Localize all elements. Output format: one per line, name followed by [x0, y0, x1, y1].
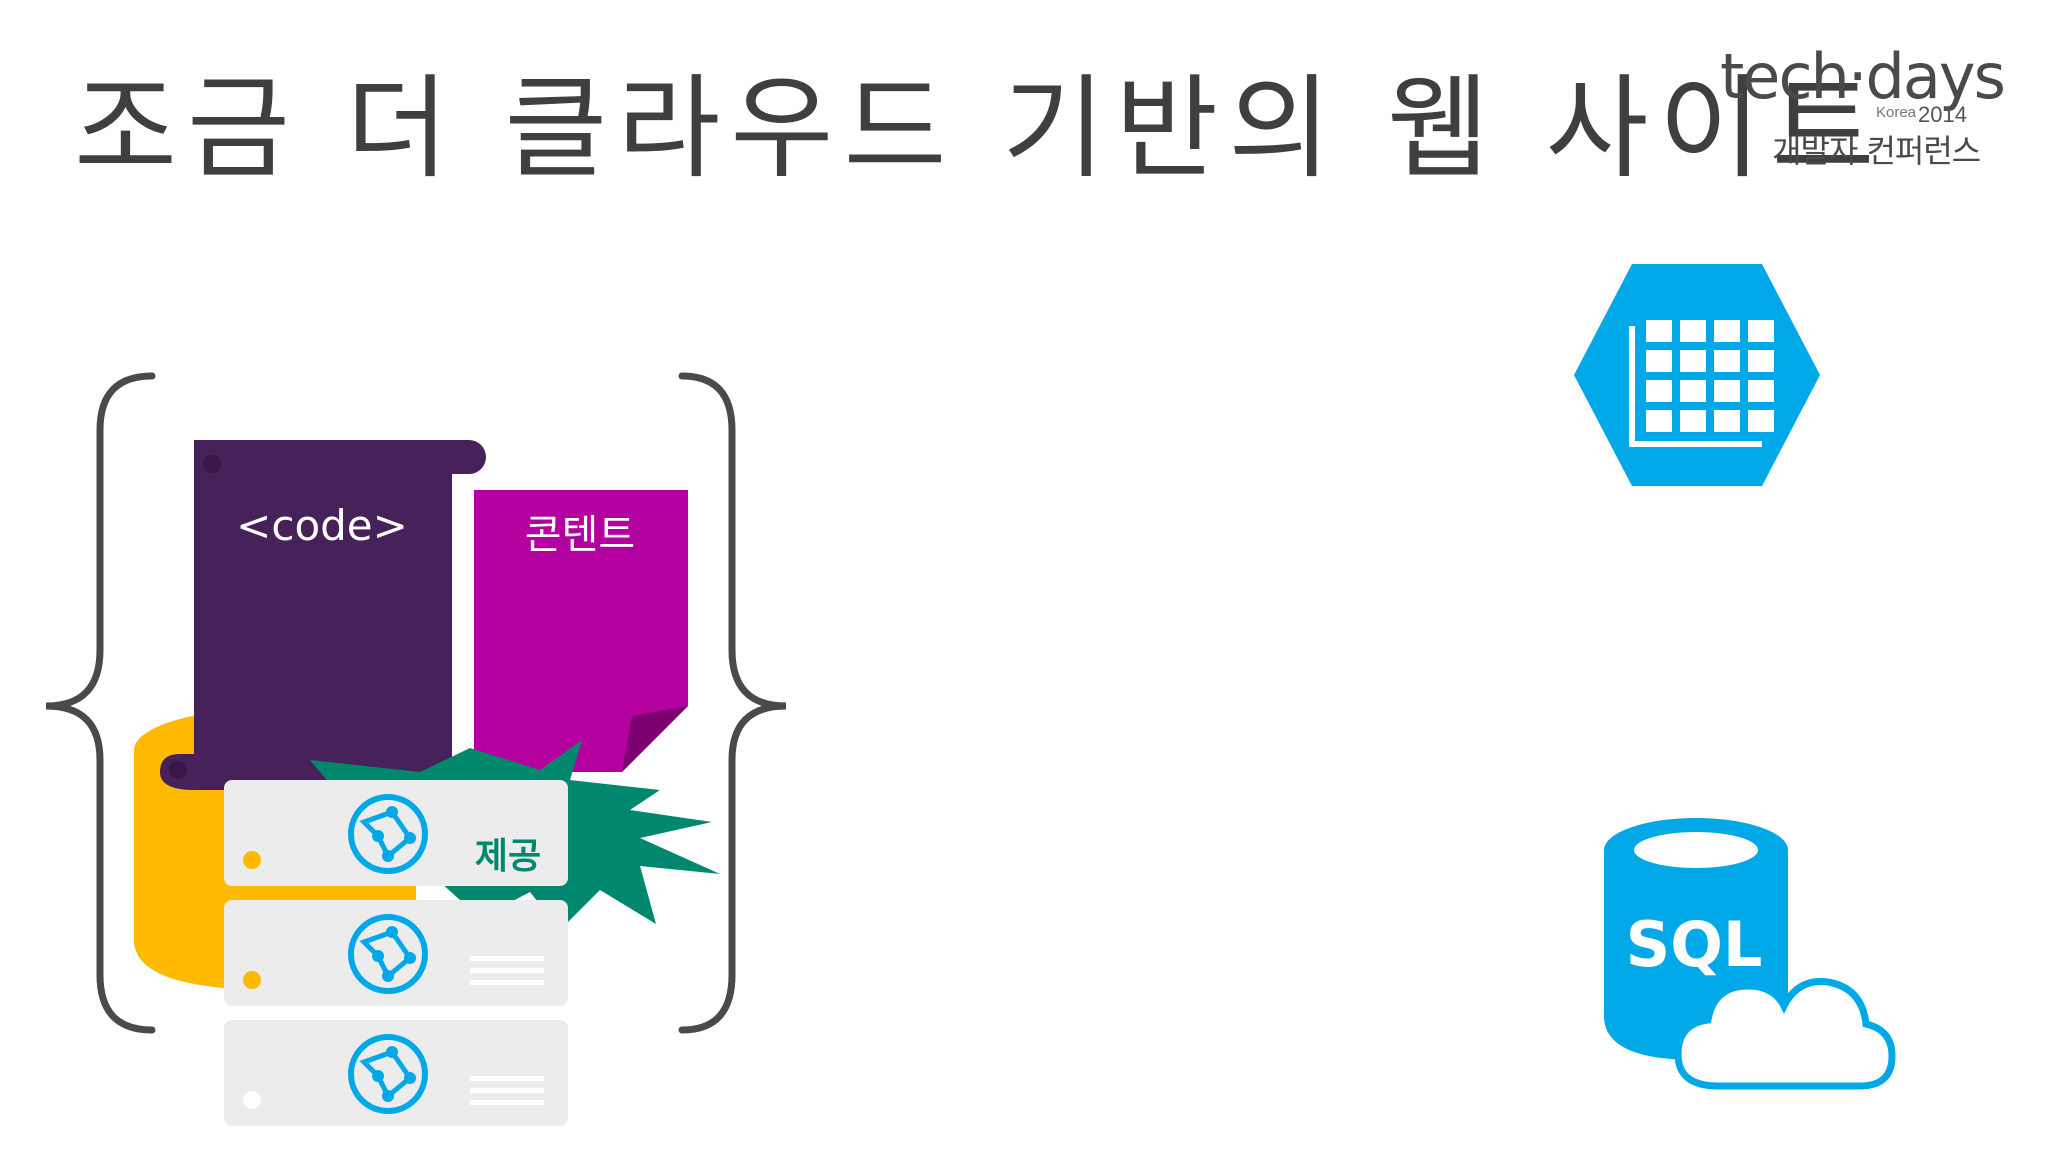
content-label: 콘텐트 — [525, 512, 635, 558]
code-document — [160, 440, 486, 790]
sql-label: SQL — [1626, 908, 1763, 981]
cloud-icon — [1674, 978, 1896, 1090]
left-brace — [45, 372, 156, 1034]
logo-region: Korea — [1876, 104, 1917, 121]
right-brace — [678, 372, 787, 1034]
stage-label: 제공 — [475, 836, 541, 877]
code-label: <code> — [236, 501, 408, 550]
globe-icon — [348, 914, 428, 994]
logo-year: 2014 — [1918, 102, 1967, 127]
slide-title: 조금 더 클라우드 기반의 웹 사이트 — [74, 64, 1885, 194]
server-unit-1 — [224, 780, 568, 886]
globe-icon — [348, 1034, 428, 1114]
server-unit-3 — [224, 1020, 568, 1126]
server-unit-2 — [224, 900, 568, 1006]
sql-database-icon — [1604, 818, 1896, 1090]
logo-brand: tech·days — [1720, 40, 2006, 113]
techdays-logo: tech·days Korea 2014 개발자 컨퍼런스 — [1720, 40, 2006, 170]
table-storage-icon — [1574, 264, 1820, 486]
globe-icon — [348, 794, 428, 874]
logo-subtitle: 개발자 컨퍼런스 — [1772, 132, 1981, 170]
content-document — [474, 490, 688, 772]
